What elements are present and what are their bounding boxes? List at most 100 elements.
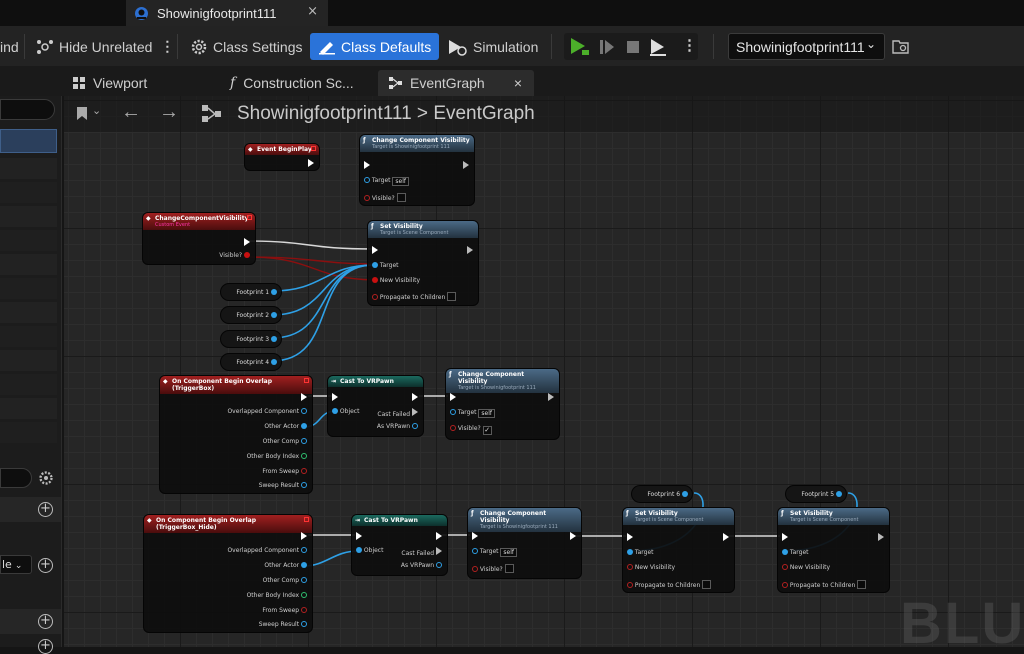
new-visibility-pin[interactable]: New Visibility [782,564,830,572]
breadcrumb-blueprint[interactable]: Showinigfootprint111 [237,103,412,124]
exec-in-pin[interactable] [627,533,633,543]
target-pin[interactable]: Target [627,549,653,557]
class-settings-button[interactable]: Class Settings [190,33,302,60]
visible-checkbox[interactable] [504,564,514,573]
other-comp-pin[interactable]: Other Comp [263,577,307,585]
propagate-pin[interactable]: Propagate to Children [627,580,712,590]
panel-selected-row[interactable] [0,129,57,153]
self-value[interactable]: self [500,548,518,557]
self-value[interactable]: self [392,177,410,186]
panel-row[interactable] [0,374,57,395]
class-defaults-button[interactable]: Class Defaults [310,33,440,60]
other-body-index-pin[interactable]: Other Body Index [247,453,307,461]
exec-out-pin[interactable] [412,393,418,403]
cast-to-vrpawn-node[interactable]: ⇥Cast To VRPawn Object Cast Failed As VR… [327,375,424,437]
panel-row[interactable] [0,158,57,179]
advance-frame-icon[interactable] [598,38,616,56]
visible-pin[interactable]: Visible? ✓ [450,425,492,435]
more-options-icon[interactable]: ⋮ [160,38,175,54]
panel-row[interactable] [0,422,57,443]
exec-in-pin[interactable] [356,532,362,542]
object-pin[interactable]: Object [356,547,383,555]
back-arrow-icon[interactable]: ← [121,101,141,123]
panel-row[interactable] [0,254,57,275]
find-button[interactable]: ind [0,33,19,60]
from-sweep-pin[interactable]: From Sweep [262,607,307,615]
propagate-checkbox[interactable] [702,580,712,589]
sweep-result-pin[interactable]: Sweep Result [259,482,307,490]
panel-row[interactable] [0,398,57,419]
debug-object-select[interactable]: Showinigfootprint111 ⌄ [728,33,885,60]
footprint-variable[interactable]: Footprint 4 [220,353,282,371]
dropdown[interactable]: le⌄ [0,555,32,574]
object-pin[interactable]: Object [332,408,359,416]
play-icon[interactable] [568,37,590,57]
component-begin-overlap-node[interactable]: ◆On Component Begin Overlap (TriggerBox)… [159,375,313,494]
footprint-variable[interactable]: Footprint 1 [220,283,282,301]
settings-gear-icon[interactable] [38,470,54,486]
panel-row[interactable] [0,182,57,203]
target-pin[interactable]: Target [372,262,398,270]
panel-row[interactable] [0,326,57,347]
other-comp-pin[interactable]: Other Comp [263,438,307,446]
event-graph-canvas[interactable]: ⌄ ← → Showinigfootprint111 > EventGraph … [64,96,1024,647]
panel-row[interactable] [0,278,57,299]
visible-pin[interactable]: Visible? [472,564,514,574]
visible-checkbox[interactable] [396,193,406,202]
exec-in-pin[interactable] [372,246,378,256]
panel-search-input[interactable] [0,99,55,120]
exec-out-pin[interactable] [570,532,576,542]
self-value[interactable]: self [478,409,496,418]
tab-viewport[interactable]: Viewport [72,70,147,96]
exec-out-pin[interactable] [723,533,729,543]
forward-arrow-icon[interactable]: → [159,101,179,123]
eject-icon[interactable] [648,37,668,57]
propagate-pin[interactable]: Propagate to Children [372,292,457,302]
exec-out-pin[interactable] [878,533,884,544]
panel-row[interactable] [0,302,57,323]
target-pin[interactable]: Target self [450,409,496,418]
add-icon[interactable]: + [38,558,53,573]
chevron-down-icon[interactable]: ⌄ [92,105,102,117]
target-pin[interactable]: Target self [364,177,410,186]
other-body-index-pin[interactable]: Other Body Index [247,592,307,600]
footprint-variable[interactable]: Footprint 5 [785,485,847,503]
bookmark-icon[interactable] [76,106,88,121]
exec-in-pin[interactable] [450,393,456,403]
exec-out-pin[interactable] [308,159,314,169]
visible-pin[interactable]: Visible? [364,193,406,203]
exec-in-pin[interactable] [332,393,338,403]
event-beginplay-node[interactable]: ◆Event BeginPlay [244,143,320,171]
other-actor-pin[interactable]: Other Actor [264,423,307,431]
exec-in-pin[interactable] [472,532,478,542]
footprint-variable[interactable]: Footprint 6 [631,485,693,503]
footprint-variable[interactable]: Footprint 3 [220,330,282,348]
exec-in-pin[interactable] [364,161,370,171]
exec-out-pin[interactable] [436,532,442,542]
add-icon[interactable]: + [38,614,53,629]
propagate-checkbox[interactable] [447,292,457,301]
visible-out-pin[interactable]: Visible? [219,252,250,260]
new-visibility-pin[interactable]: New Visibility [627,564,675,572]
panel-row[interactable] [0,350,57,371]
hide-unrelated-button[interactable]: Hide Unrelated ⋮ [36,33,174,60]
propagate-checkbox[interactable] [857,580,867,589]
from-sweep-pin[interactable]: From Sweep [262,468,307,476]
exec-in-pin[interactable] [782,533,788,543]
tab-eventgraph[interactable]: EventGraph × [378,70,534,96]
as-vrpawn-pin[interactable]: As VRPawn [377,423,418,431]
target-pin[interactable]: Target self [472,548,518,557]
exec-out-pin[interactable] [301,393,307,403]
footprint-variable[interactable]: Footprint 2 [220,306,282,324]
exec-out-pin[interactable] [467,246,473,257]
cast-failed-pin[interactable]: Cast Failed [377,408,418,419]
visible-checkbox-checked[interactable]: ✓ [482,426,492,435]
play-options-icon[interactable]: ⋮ [682,37,697,54]
simulation-button[interactable]: Simulation [446,33,538,60]
exec-out-pin[interactable] [463,161,469,171]
cast-to-vrpawn-node[interactable]: ⇥Cast To VRPawn Object Cast Failed As VR… [351,514,448,576]
